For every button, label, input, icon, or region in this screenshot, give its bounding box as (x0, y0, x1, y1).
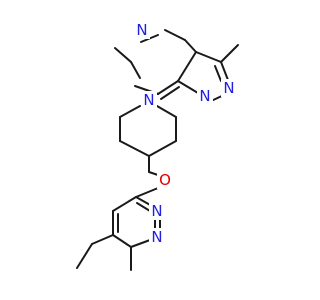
bond (164, 29, 186, 41)
bond (184, 39, 197, 53)
bond (119, 140, 150, 157)
bond (130, 239, 151, 248)
atom-n4: N (143, 91, 154, 109)
atom-n3: N (223, 79, 234, 97)
bond (119, 105, 141, 118)
bond (195, 51, 222, 63)
bond (220, 44, 239, 63)
bond (220, 61, 229, 81)
bond (157, 80, 179, 95)
bond (156, 105, 177, 118)
atom-n6: N (151, 228, 162, 246)
molecule-structure: N N N N O N N (76, 21, 239, 271)
bond (76, 243, 93, 269)
bond (177, 80, 199, 94)
bond (177, 51, 197, 82)
bond (160, 86, 180, 100)
atom-labels: N N N N O N N (134, 21, 237, 246)
bond (114, 47, 132, 63)
atom-n2: N (199, 87, 210, 105)
atom-n1: N (136, 21, 147, 39)
bond (136, 202, 151, 212)
bond (112, 196, 137, 212)
bond (112, 234, 132, 248)
bond (91, 234, 114, 245)
bond (214, 65, 222, 82)
bond (130, 61, 141, 79)
atom-n5: N (151, 202, 162, 220)
bond (148, 140, 177, 157)
atom-o1: O (159, 171, 171, 189)
